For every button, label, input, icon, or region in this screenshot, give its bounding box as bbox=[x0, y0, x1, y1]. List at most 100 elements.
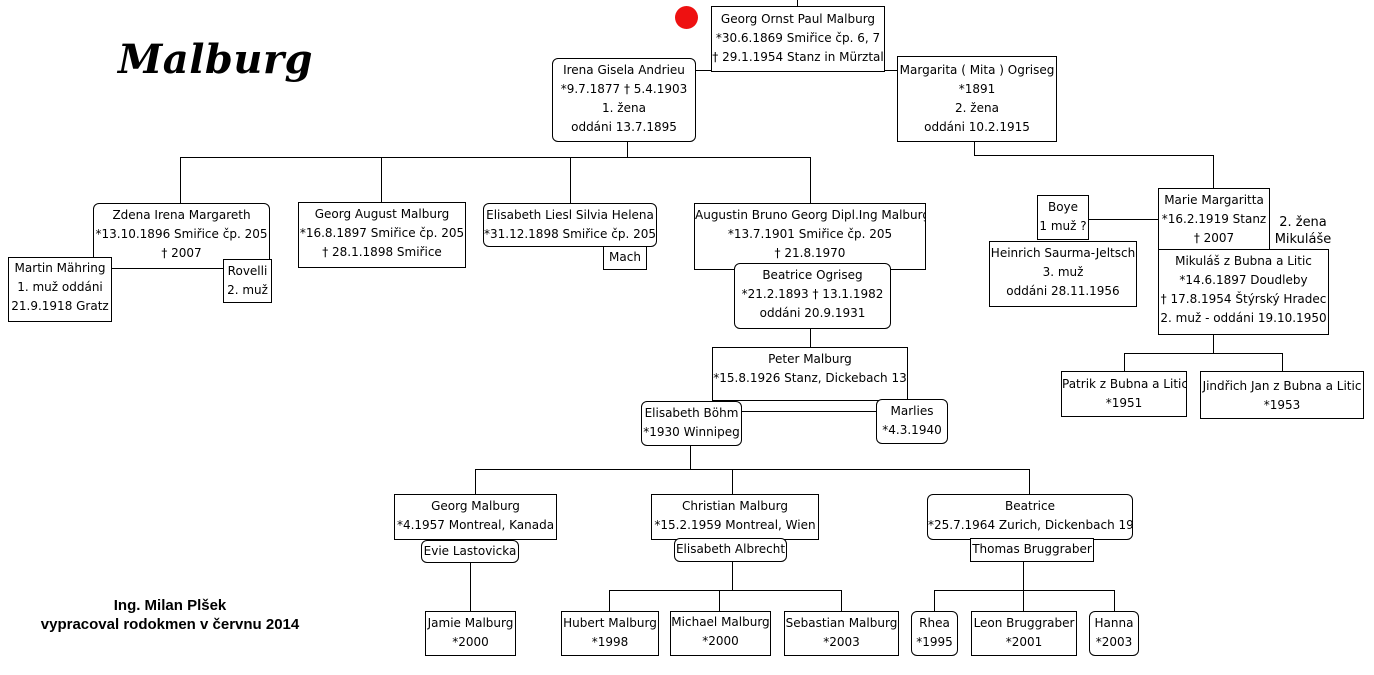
person-text-line: Zdena Irena Margareth bbox=[112, 208, 251, 222]
person-box-marlies: Marlies *4.3.1940 bbox=[876, 399, 948, 444]
person-text-line: Peter Malburg bbox=[768, 352, 852, 366]
person-text-line: *2000 bbox=[702, 634, 739, 648]
person-text-line: *1995 bbox=[916, 635, 953, 649]
person-text-line: *15.8.1926 Stanz, Dickebach 13 bbox=[713, 371, 907, 385]
person-text-line: oddáni 10.2.1915 bbox=[924, 120, 1030, 134]
person-box-mach: Mach bbox=[603, 246, 647, 270]
person-text-line: *14.6.1897 Doudleby bbox=[1179, 273, 1308, 287]
person-text-line: Rhea bbox=[919, 616, 950, 630]
person-box-heinrich: Heinrich Saurma-Jeltsch 3. muž oddáni 28.1… bbox=[989, 241, 1137, 307]
person-text-line: Hubert Malburg bbox=[563, 616, 657, 630]
note-line: 2. žena bbox=[1279, 215, 1327, 230]
person-box-elisabeth-liesl: Elisabeth Liesl Silvia Helena *31.12.1898… bbox=[483, 203, 657, 247]
person-text-line: Elisabeth Albrecht bbox=[675, 542, 786, 556]
person-box-michael: Michael Malburg*2000 bbox=[670, 611, 771, 656]
person-box-jamie: Jamie Malburg *2000 bbox=[425, 611, 516, 656]
person-text-line: Boye bbox=[1047, 200, 1079, 214]
person-text-line: Jamie Malburg bbox=[427, 616, 514, 630]
person-box-boye: Boye 1 muž ? bbox=[1037, 195, 1089, 240]
person-text-line: *25.7.1964 Zurich, Dickenbach 19 bbox=[928, 518, 1133, 532]
person-box-christian: Christian Malburg *15.2.1959 Montreal, Wi… bbox=[651, 494, 819, 540]
person-box-rhea: Rhea *1995 bbox=[911, 611, 958, 656]
person-text-line: Marie Margaritta bbox=[1164, 193, 1264, 207]
person-box-zdena: Zdena Irena Margareth *13.10.1896 Smiřice… bbox=[93, 203, 270, 269]
page-title: Malburg bbox=[118, 36, 313, 83]
person-text-line: *1891 bbox=[958, 82, 996, 96]
person-text-line: Leon Bruggraber bbox=[973, 616, 1075, 630]
person-text-line: *30.6.1869 Smiřice čp. 6, 7 bbox=[715, 31, 881, 45]
author-note: vypracoval rodokmen v červnu 2014 bbox=[40, 616, 300, 633]
person-text-line: Thomas Bruggraber bbox=[972, 542, 1092, 556]
person-text-line: 1. muž oddáni bbox=[17, 280, 103, 294]
person-text-line: 1. žena bbox=[602, 101, 646, 115]
person-box-georg-august: Georg August Malburg *16.8.1897 Smiřice č… bbox=[298, 202, 466, 268]
person-text-line: 3. muž bbox=[1042, 265, 1084, 279]
author-name: Ing. Milan Plšek bbox=[113, 597, 227, 614]
person-text-line: Patrik z Bubna a Litic bbox=[1062, 377, 1187, 391]
person-box-thomas: Thomas Bruggraber bbox=[970, 538, 1094, 562]
person-text-line: Jindřich Jan z Bubna a Litic bbox=[1202, 379, 1362, 393]
person-text-line: *4.1957 Montreal, Kanada bbox=[396, 518, 555, 532]
person-text-line: *2001 bbox=[1005, 635, 1043, 649]
person-box-martin: Martin Mähring 1. muž oddáni 21.9.1918 Gra… bbox=[8, 257, 112, 322]
person-text-line: † 28.1.1898 Smiřice bbox=[322, 245, 442, 259]
person-text-line: *9.7.1877 † 5.4.1903 bbox=[560, 82, 688, 96]
person-text-line: 21.9.1918 Gratz bbox=[11, 299, 109, 313]
person-text-line: Georg August Malburg bbox=[314, 207, 450, 221]
second-wife-note: 2. žena Mikuláše bbox=[1272, 214, 1334, 248]
person-text-line: Heinrich Saurma-Jeltsch bbox=[990, 246, 1136, 260]
person-box-peter: Peter Malburg *15.8.1926 Stanz, Dickebach… bbox=[712, 347, 908, 401]
person-box-leon: Leon Bruggraber *2001 bbox=[971, 611, 1077, 656]
person-text-line: *15.2.1959 Montreal, Wien bbox=[654, 518, 816, 532]
person-text-line: *1998 bbox=[591, 635, 629, 649]
red-marker-dot bbox=[675, 6, 698, 29]
person-text-line: † 2007 bbox=[1193, 231, 1235, 245]
person-text-line: *4.3.1940 bbox=[882, 423, 942, 437]
person-box-evie: Evie Lastovicka bbox=[421, 540, 519, 563]
person-text-line: 2. žena bbox=[955, 101, 999, 115]
person-text-line: Georg Malburg bbox=[431, 499, 520, 513]
person-box-mikulas: Mikuláš z Bubna a Litic *14.6.1897 Doudle… bbox=[1158, 249, 1329, 335]
person-text-line: *13.7.1901 Smiřice čp. 205 bbox=[727, 227, 893, 241]
person-text-line: *2000 bbox=[452, 635, 489, 649]
person-text-line: 2. muž bbox=[227, 283, 268, 297]
person-text-line: Marlies bbox=[890, 404, 934, 418]
person-text-line: Sebastian Malburg bbox=[785, 616, 898, 630]
person-box-marie: Marie Margaritta *16.2.1919 Stanz † 2007 bbox=[1158, 188, 1270, 252]
person-text-line: † 17.8.1954 Štýrský Hradec bbox=[1160, 292, 1327, 306]
person-text-line: *2003 bbox=[1095, 635, 1133, 649]
person-text-line: † 21.8.1970 bbox=[774, 246, 846, 260]
person-text-line: *16.8.1897 Smiřice čp. 205 bbox=[299, 226, 465, 240]
person-box-georg-ornst: Georg Ornst Paul Malburg*30.6.1869 Smiři… bbox=[711, 6, 885, 72]
person-text-line: 1 muž ? bbox=[1039, 219, 1087, 233]
person-text-line: Irena Gisela Andrieu bbox=[563, 63, 685, 77]
person-text-line: Martin Mähring bbox=[14, 261, 106, 275]
person-box-georg-malburg: Georg Malburg *4.1957 Montreal, Kanada bbox=[394, 494, 557, 540]
person-text-line: oddáni 13.7.1895 bbox=[571, 120, 677, 134]
person-text-line: Elisabeth Liesl Silvia Helena bbox=[486, 208, 654, 222]
person-box-irena: Irena Gisela Andrieu *9.7.1877 † 5.4.1903… bbox=[552, 58, 696, 142]
person-box-patrik: Patrik z Bubna a Litic*1951 bbox=[1061, 371, 1187, 417]
person-text-line: Mach bbox=[609, 250, 641, 264]
person-box-elisabeth-albrecht: Elisabeth Albrecht bbox=[674, 538, 787, 562]
person-text-line: *2003 bbox=[823, 635, 860, 649]
person-text-line: oddáni 28.11.1956 bbox=[1006, 284, 1120, 298]
person-text-line: Christian Malburg bbox=[682, 499, 788, 513]
person-box-hanna: Hanna *2003 bbox=[1089, 611, 1139, 656]
person-box-hubert: Hubert Malburg *1998 bbox=[561, 611, 659, 656]
person-text-line: Beatrice Ogriseg bbox=[762, 268, 863, 282]
person-text-line: Mikuláš z Bubna a Litic bbox=[1175, 254, 1312, 268]
person-text-line: Hanna bbox=[1094, 616, 1134, 630]
person-box-augustin: Augustin Bruno Georg Dipl.Ing Malburg*13… bbox=[694, 203, 926, 270]
person-text-line: *16.2.1919 Stanz bbox=[1161, 212, 1267, 226]
person-text-line: † 29.1.1954 Stanz in Mürztal bbox=[712, 50, 884, 64]
person-text-line: *13.10.1896 Smiřice čp. 205 bbox=[95, 227, 268, 241]
person-text-line: Evie Lastovicka bbox=[423, 544, 517, 558]
person-text-line: *21.2.1893 † 13.1.1982 bbox=[741, 287, 884, 301]
note-line: Mikuláše bbox=[1274, 232, 1332, 247]
person-box-sebastian: Sebastian Malburg *2003 bbox=[784, 611, 899, 656]
person-text-line: Beatrice bbox=[1005, 499, 1055, 513]
person-box-elisabeth-bohm: Elisabeth Böhm*1930 Winnipeg bbox=[641, 401, 742, 446]
person-text-line: *31.12.1898 Smiřice čp. 205 bbox=[484, 227, 656, 241]
